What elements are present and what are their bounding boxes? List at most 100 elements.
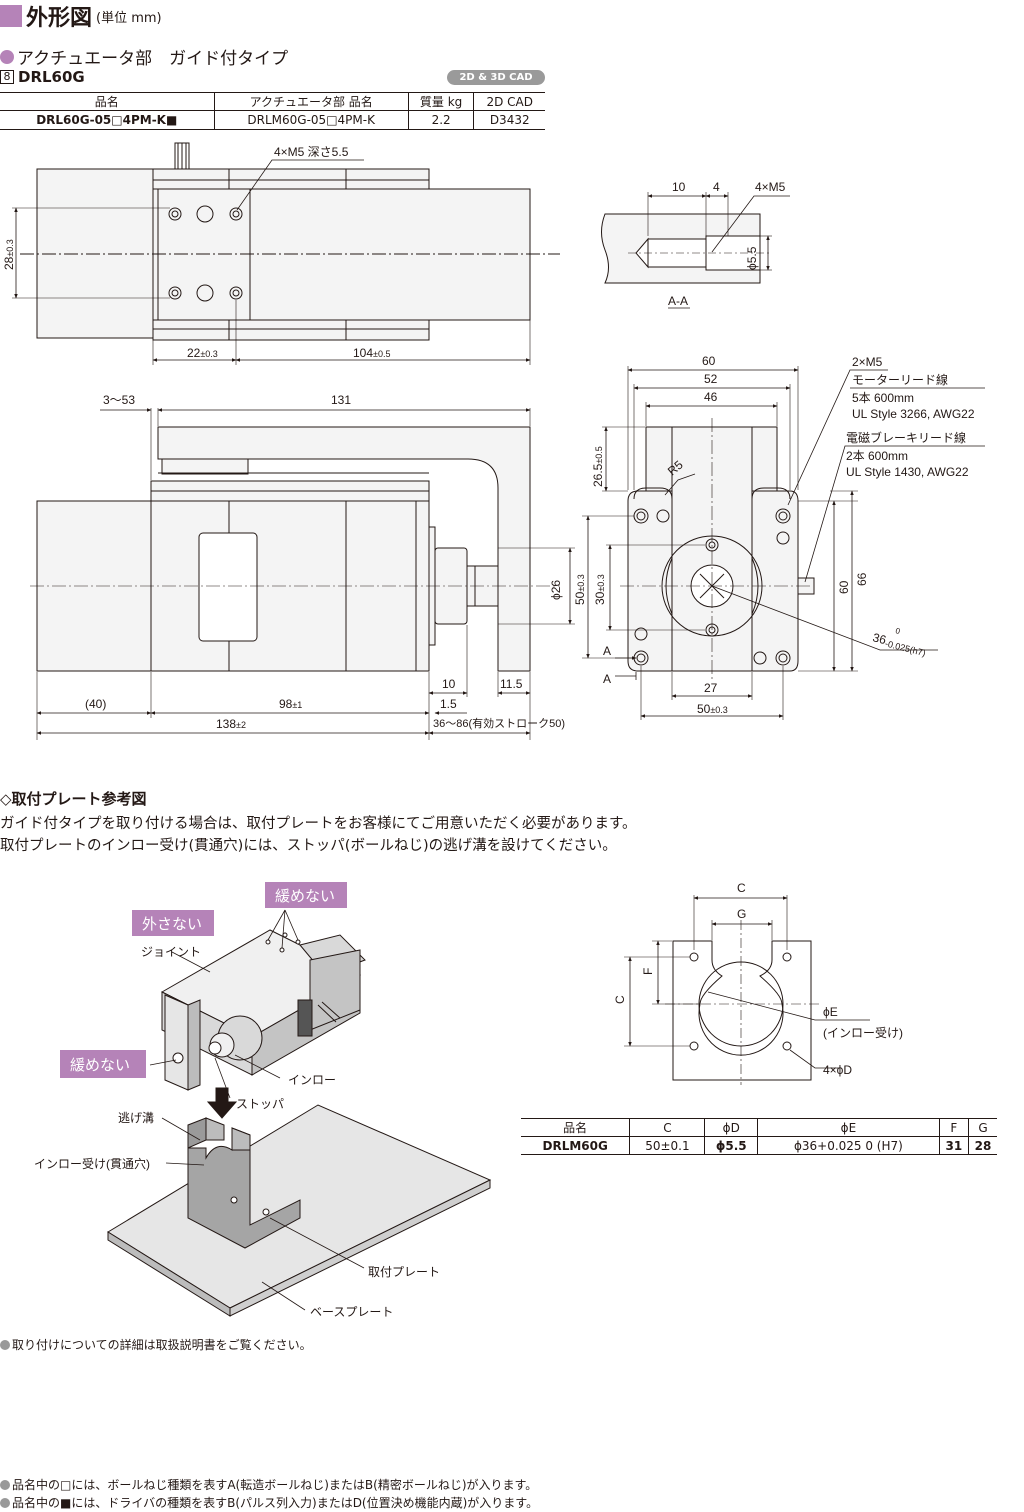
- dim-stroke: 36～86(有効ストローク50): [433, 716, 565, 730]
- label-inlo: インロー: [288, 1073, 336, 1087]
- spec-col-actuator: アクチュエータ部 品名: [213, 92, 409, 111]
- spec-table: 品名 アクチュエータ部 品名 質量 kg 2D CAD DRL60G-05□4P…: [0, 92, 545, 130]
- plate-paragraph-2: 取付プレートのインロー受け(貫通穴)には、ストッパ(ボールねじ)の逃げ溝を設けて…: [0, 838, 617, 854]
- tag-remove: 外さない: [142, 916, 202, 933]
- spec-col-mass: 質量 kg: [407, 92, 474, 111]
- unit-label: (単位 mm): [96, 10, 162, 26]
- footnote-1: 品名中の□には、ボールねじ種類を表すA(転造ボールねじ)またはB(精密ボールねじ…: [0, 1476, 537, 1493]
- plate-col-d: ϕD: [704, 1118, 758, 1137]
- page-title: 外形図: [26, 6, 93, 31]
- spec-cell-cad[interactable]: D3432: [473, 110, 545, 130]
- dim-138: 138±2: [216, 717, 246, 731]
- motor-lead-1: 5本 600mm: [852, 391, 914, 405]
- table-row: DRLM60G 50±0.1 ϕ5.5 ϕ36+0.025 0 (H7) 31 …: [521, 1136, 997, 1155]
- tag-loosen-1: 緩めない: [275, 888, 335, 905]
- label-inlo-uke: インロー受け(貫通穴): [34, 1156, 150, 1171]
- plate-dim-c-left: C: [613, 995, 627, 1004]
- spec-cell-actuator: DRLM60G-05□4PM-K: [213, 110, 409, 130]
- dim-front-36-upper: 0: [895, 626, 902, 636]
- plate-table-header: 品名 C ϕD ϕE F G: [521, 1118, 997, 1137]
- footnote-1-text: 品名中の□には、ボールねじ種類を表すA(転造ボールねじ)またはB(精密ボールねじ…: [12, 1478, 538, 1492]
- plate-cell-name: DRLM60G: [521, 1136, 630, 1155]
- aa-dim-phi55: ϕ5.5: [745, 246, 759, 270]
- model-heading: 8 DRL60G: [0, 68, 85, 86]
- mounting-illustration: 緩めない 外さない 緩めない ジョイント インロー ストッパ 逃げ溝 インロー受…: [34, 882, 492, 1319]
- dim-98: 98±1: [279, 697, 302, 711]
- dim-28: 28±0.3: [2, 239, 16, 270]
- plate-cell-g: 28: [968, 1136, 997, 1155]
- dim-front-60: 60: [702, 354, 716, 368]
- plate-dim-f: F: [641, 968, 655, 975]
- aa-dim-10: 10: [672, 180, 686, 194]
- dim-11-5: 11.5: [500, 677, 523, 691]
- spec-col-cad: 2D CAD: [473, 92, 545, 111]
- dim-front-50: 50±0.3: [573, 574, 587, 605]
- plate-dim-c-top: C: [737, 881, 746, 895]
- model-name: DRL60G: [18, 68, 85, 86]
- dim-front-26-5: 26.5±0.5: [591, 446, 605, 487]
- note-bullet-icon: [0, 1480, 10, 1490]
- spec-cell-mass: 2.2: [407, 110, 474, 130]
- plate-dim-phid: 4×ϕD: [823, 1063, 852, 1077]
- spec-cell-name: DRL60G-05□4PM-K■: [0, 110, 215, 130]
- plate-section-title: ◇取付プレート参考図: [0, 790, 147, 808]
- dim-10: 10: [442, 677, 456, 691]
- section-mark-a1: A: [603, 644, 611, 658]
- dim-top-holes: 4×M5 深さ5.5: [274, 145, 349, 159]
- dim-104: 104±0.5: [353, 346, 390, 360]
- tag-loosen-2-bg: [60, 1050, 146, 1078]
- bullet-dot-icon: [0, 49, 14, 64]
- brake-lead-2: UL Style 1430, AWG22: [846, 465, 969, 479]
- section-title-text: アクチュエータ部 ガイド付タイプ: [17, 49, 289, 69]
- plate-paragraph-1: ガイド付タイプを取り付ける場合は、取付プレートをお客様にてご用意いただく必要があ…: [0, 816, 637, 832]
- side-view: [30, 408, 575, 740]
- label-joint: ジョイント: [141, 945, 201, 959]
- label-nige: 逃げ溝: [118, 1111, 154, 1125]
- section-mark-a2: A: [603, 672, 611, 686]
- dim-front-52: 52: [704, 372, 718, 386]
- install-note-text: 取り付けについての詳細は取扱説明書をご覧ください。: [12, 1338, 312, 1352]
- aa-dim-4: 4: [713, 180, 720, 194]
- plate-col-c: C: [629, 1118, 705, 1137]
- tag-remove-bg: [132, 910, 214, 936]
- dim-3-53: 3～53: [103, 393, 135, 407]
- plate-table: 品名 C ϕD ϕE F G DRLM60G 50±0.1 ϕ5.5 ϕ36+0…: [521, 1118, 997, 1155]
- dim-front-50b: 50±0.3: [697, 702, 728, 716]
- dim-front-36: 36-0.025(h7): [871, 630, 928, 658]
- front-view: [582, 366, 985, 720]
- section-aa: [601, 192, 790, 309]
- lead-m5: 2×M5: [852, 355, 883, 369]
- motor-lead-2: UL Style 3266, AWG22: [852, 407, 975, 421]
- label-base: ベースプレート: [310, 1305, 393, 1319]
- dim-131: 131: [331, 393, 351, 407]
- dim-1-5: 1.5: [440, 697, 457, 711]
- dim-front-46: 46: [704, 390, 718, 404]
- top-view: [12, 142, 560, 365]
- aa-label: A-A: [668, 294, 688, 308]
- aa-dim-m5: 4×M5: [755, 180, 786, 194]
- brake-lead-1: 2本 600mm: [846, 449, 908, 463]
- plate-dim-phie-note: (インロー受け): [823, 1026, 903, 1040]
- note-bullet-icon: [0, 1498, 10, 1508]
- tag-loosen-2: 緩めない: [70, 1057, 130, 1074]
- plate-dim-g: G: [737, 907, 746, 921]
- plate-cell-e: ϕ36+0.025 0 (H7): [757, 1136, 940, 1155]
- table-row: DRL60G-05□4PM-K■ DRLM60G-05□4PM-K 2.2 D3…: [0, 110, 545, 130]
- dim-40: (40): [85, 697, 106, 711]
- footnote-2-text: 品名中の■には、ドライバの種類を表すB(パルス列入力)またはD(位置決め機能内蔵…: [12, 1496, 539, 1510]
- dim-front-30: 30±0.3: [593, 574, 607, 605]
- plate-col-e: ϕE: [757, 1118, 940, 1137]
- cad-badge[interactable]: 2D & 3D CAD: [447, 70, 545, 85]
- outline-drawing: 4×M5 深さ5.5 28±0.3 22±0.3 104±0.5 10 4 4×…: [2, 142, 985, 740]
- label-plate: 取付プレート: [368, 1265, 440, 1279]
- dim-front-27: 27: [704, 681, 718, 695]
- dim-phi26: ϕ26: [549, 580, 563, 600]
- note-bullet-icon: [0, 1340, 10, 1350]
- dim-front-60v: 60: [837, 580, 851, 594]
- dim-front-66: 66: [855, 572, 869, 586]
- model-number: 8: [0, 70, 14, 84]
- dim-22: 22±0.3: [187, 346, 218, 360]
- plate-dim-phie: ϕE: [823, 1005, 838, 1019]
- plate-col-g: G: [968, 1118, 997, 1137]
- page-header: 外形図 (単位 mm): [0, 2, 162, 31]
